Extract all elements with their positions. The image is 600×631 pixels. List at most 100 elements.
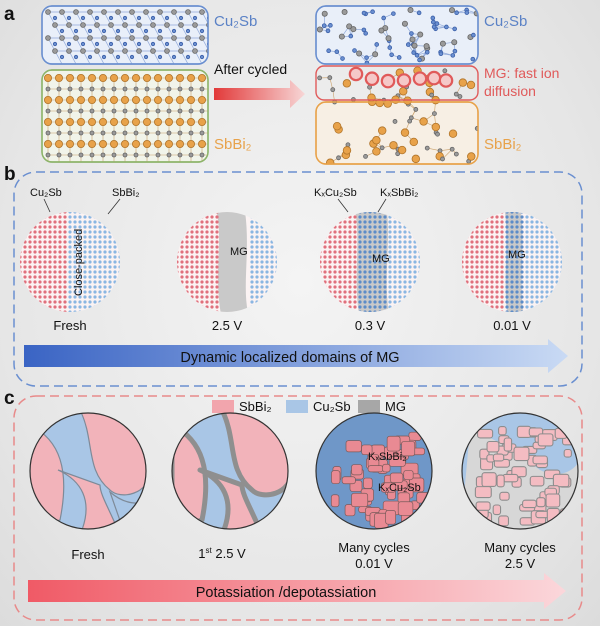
sb-atom bbox=[156, 109, 160, 113]
lattice-dot bbox=[275, 230, 278, 233]
lattice-dot bbox=[373, 210, 376, 213]
bi-atom bbox=[44, 74, 51, 81]
lattice-dot bbox=[348, 270, 351, 273]
lattice-dot bbox=[93, 270, 96, 273]
lattice-dot bbox=[318, 310, 321, 313]
lattice-dot bbox=[373, 295, 376, 298]
lattice-dot bbox=[403, 275, 406, 278]
lattice-dot bbox=[190, 250, 193, 253]
lattice-dot bbox=[540, 310, 543, 313]
lattice-dot bbox=[323, 295, 326, 298]
lattice-dot bbox=[103, 300, 106, 303]
lattice-dot bbox=[540, 220, 543, 223]
sb-atom bbox=[200, 131, 204, 135]
lattice-dot bbox=[23, 255, 26, 258]
bi-atom bbox=[88, 118, 95, 125]
lattice-dot bbox=[185, 270, 188, 273]
lattice-dot bbox=[275, 210, 278, 213]
lattice-dot bbox=[480, 310, 483, 313]
lattice-dot bbox=[398, 220, 401, 223]
lattice-dot bbox=[550, 290, 553, 293]
lattice-dot bbox=[383, 215, 386, 218]
lattice-dot bbox=[383, 270, 386, 273]
lattice-dot bbox=[38, 300, 41, 303]
lattice-dot bbox=[68, 225, 71, 228]
lattice-dot bbox=[190, 300, 193, 303]
lattice-dot bbox=[363, 280, 366, 283]
lattice-dot bbox=[260, 255, 263, 258]
lattice-dot bbox=[328, 300, 331, 303]
lattice-dot bbox=[560, 285, 563, 288]
lattice-dot bbox=[98, 245, 101, 248]
lattice-dot bbox=[58, 305, 61, 308]
lattice-dot bbox=[205, 260, 208, 263]
lattice-dot bbox=[88, 210, 91, 213]
lattice-dot bbox=[33, 240, 36, 243]
lattice-dot bbox=[378, 220, 381, 223]
lattice-dot bbox=[520, 300, 523, 303]
lattice-dot bbox=[18, 280, 21, 283]
lattice-dot bbox=[28, 245, 31, 248]
lattice-dot bbox=[510, 235, 513, 238]
lattice-dot bbox=[560, 225, 563, 228]
lattice-dot bbox=[200, 305, 203, 308]
lattice-dot bbox=[525, 295, 528, 298]
lattice-dot bbox=[388, 295, 391, 298]
lattice-dot bbox=[103, 255, 106, 258]
lattice-dot bbox=[38, 285, 41, 288]
lattice-dot bbox=[388, 290, 391, 293]
lattice-dot bbox=[540, 295, 543, 298]
lattice-dot bbox=[215, 310, 218, 313]
lattice-dot bbox=[490, 245, 493, 248]
bi-atom bbox=[459, 79, 467, 87]
sbbi2-pointer-label: SbBi₂ bbox=[112, 187, 140, 199]
lattice-dot bbox=[408, 230, 411, 233]
lattice-dot bbox=[535, 225, 538, 228]
lattice-dot bbox=[108, 300, 111, 303]
sb-atom bbox=[431, 20, 435, 24]
bi-atom bbox=[66, 140, 73, 147]
lattice-dot bbox=[495, 235, 498, 238]
lattice-dot bbox=[33, 220, 36, 223]
lattice-dot bbox=[250, 215, 253, 218]
lattice-dot bbox=[108, 220, 111, 223]
stage-label-fresh: Fresh bbox=[53, 318, 86, 333]
sbbi2-fragment bbox=[342, 477, 355, 484]
lattice-dot bbox=[265, 305, 268, 308]
sb-atom bbox=[167, 131, 171, 135]
lattice-dot bbox=[38, 245, 41, 248]
lattice-dot bbox=[490, 280, 493, 283]
lattice-dot bbox=[323, 310, 326, 313]
lattice-dot bbox=[465, 215, 468, 218]
lattice-dot bbox=[28, 285, 31, 288]
lattice-dot bbox=[118, 260, 121, 263]
lattice-dot bbox=[43, 235, 46, 238]
lattice-dot bbox=[185, 300, 188, 303]
lattice-dot bbox=[500, 260, 503, 263]
lattice-dot bbox=[505, 225, 508, 228]
sb-atom bbox=[81, 42, 84, 45]
lattice-dot bbox=[190, 270, 193, 273]
lattice-dot bbox=[180, 240, 183, 243]
lattice-dot bbox=[250, 290, 253, 293]
lattice-dot bbox=[190, 285, 193, 288]
lattice-dot bbox=[38, 265, 41, 268]
lattice-dot bbox=[475, 220, 478, 223]
lattice-dot bbox=[23, 245, 26, 248]
lattice-dot bbox=[323, 300, 326, 303]
lattice-dot bbox=[490, 250, 493, 253]
sb-atom bbox=[178, 87, 182, 91]
lattice-dot bbox=[318, 295, 321, 298]
lattice-dot bbox=[373, 265, 376, 268]
lattice-dot bbox=[180, 290, 183, 293]
lattice-dot bbox=[495, 240, 498, 243]
lattice-dot bbox=[520, 265, 523, 268]
lattice-dot bbox=[358, 305, 361, 308]
lattice-dot bbox=[68, 265, 71, 268]
lattice-dot bbox=[515, 220, 518, 223]
lattice-dot bbox=[68, 280, 71, 283]
sb-atom bbox=[156, 153, 160, 157]
lattice-dot bbox=[348, 215, 351, 218]
lattice-dot bbox=[338, 215, 341, 218]
lattice-dot bbox=[328, 220, 331, 223]
